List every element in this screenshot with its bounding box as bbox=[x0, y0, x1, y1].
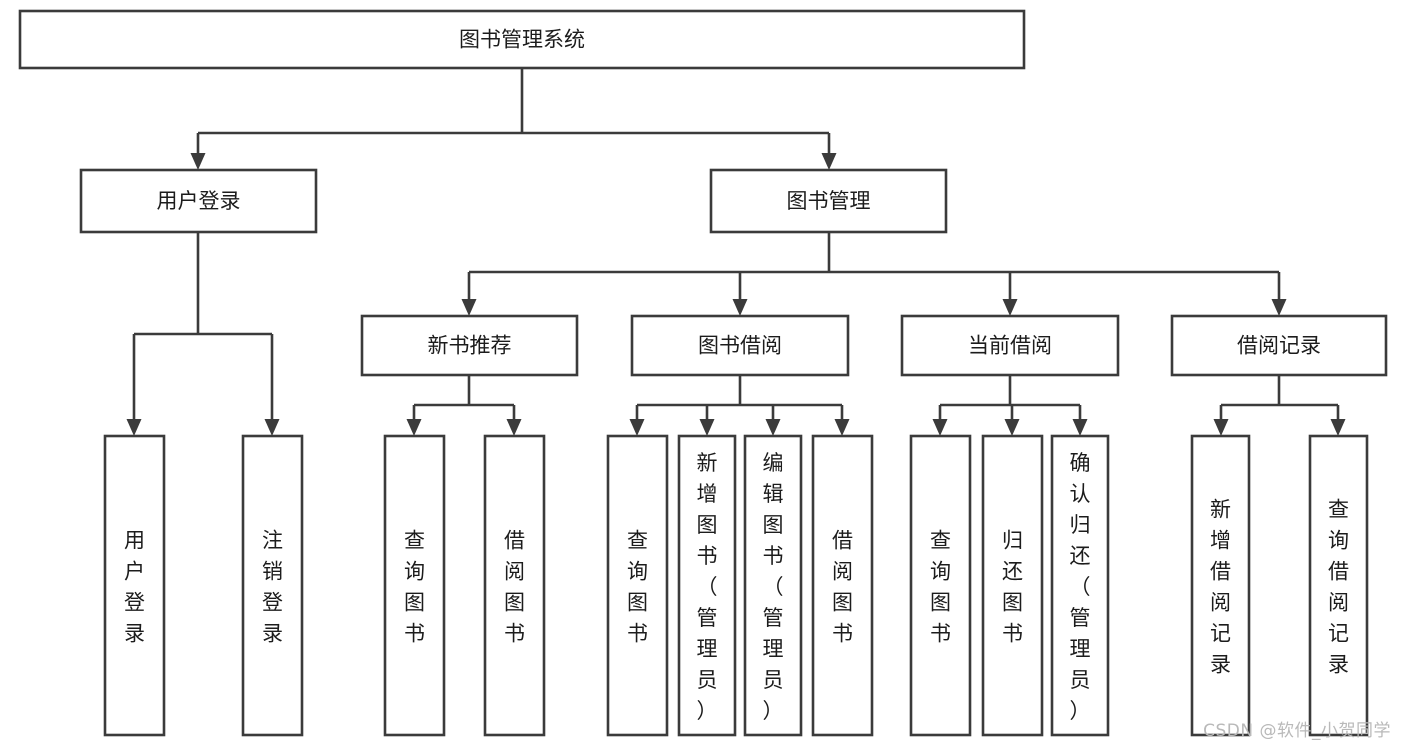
arrow-head-icon bbox=[406, 419, 422, 436]
arrow-head-icon bbox=[1271, 299, 1287, 316]
node-label: 借阅图书 bbox=[832, 529, 853, 646]
node-box[interactable] bbox=[360, 314, 579, 377]
node-layer: 图书管理系统用户登录图书管理新书推荐图书借阅当前借阅借阅记录用户登录注销登录查询… bbox=[18, 9, 1388, 737]
arrow-head-icon bbox=[732, 299, 748, 316]
node-box[interactable] bbox=[1170, 314, 1388, 377]
node-leaf-查询图书[interactable]: 查询图书 bbox=[383, 434, 446, 737]
arrow-head-icon bbox=[932, 419, 948, 436]
node-label: 查询图书 bbox=[930, 529, 951, 646]
node-box[interactable] bbox=[630, 314, 850, 377]
node-label: 新增图书（管理员） bbox=[697, 451, 718, 723]
arrow-head-icon bbox=[126, 419, 142, 436]
node-label: 查询图书 bbox=[404, 529, 425, 646]
arrow-head-icon bbox=[699, 419, 715, 436]
node-leaf-确认归还管理员[interactable]: 确认归还（管理员） bbox=[1050, 434, 1110, 737]
node-box[interactable] bbox=[241, 434, 304, 737]
node-box[interactable] bbox=[79, 168, 318, 234]
node-box[interactable] bbox=[383, 434, 446, 737]
arrow-head-icon bbox=[629, 419, 645, 436]
node-label: 归还图书 bbox=[1002, 529, 1023, 646]
node-leaf-归还图书[interactable]: 归还图书 bbox=[981, 434, 1044, 737]
node-box[interactable] bbox=[103, 434, 166, 737]
arrow-head-icon bbox=[1213, 419, 1229, 436]
arrow-head-icon bbox=[1004, 419, 1020, 436]
node-label: 确认归还（管理员） bbox=[1070, 451, 1091, 723]
node-level2-新书推荐[interactable]: 新书推荐 bbox=[360, 314, 579, 377]
node-label: 编辑图书（管理员） bbox=[763, 451, 784, 723]
node-box[interactable] bbox=[709, 168, 948, 234]
node-leaf-新增借阅记录[interactable]: 新增借阅记录 bbox=[1190, 434, 1251, 737]
node-label: 注销登录 bbox=[262, 529, 283, 646]
node-leaf-注销登录[interactable]: 注销登录 bbox=[241, 434, 304, 737]
node-label: 借阅图书 bbox=[504, 529, 525, 646]
node-box[interactable] bbox=[900, 314, 1120, 377]
arrow-head-icon bbox=[1072, 419, 1088, 436]
arrow-head-icon bbox=[506, 419, 522, 436]
node-box[interactable] bbox=[1190, 434, 1251, 737]
node-leaf-借阅图书[interactable]: 借阅图书 bbox=[483, 434, 546, 737]
node-label: 用户登录 bbox=[157, 189, 241, 213]
connector-layer bbox=[126, 68, 1346, 436]
node-box[interactable] bbox=[677, 434, 737, 737]
arrow-head-icon bbox=[190, 153, 206, 170]
node-level2-当前借阅[interactable]: 当前借阅 bbox=[900, 314, 1120, 377]
node-root-图书管理系统[interactable]: 图书管理系统 bbox=[18, 9, 1026, 70]
node-label: 借阅记录 bbox=[1237, 334, 1321, 358]
node-box[interactable] bbox=[743, 434, 803, 737]
node-leaf-新增图书管理员[interactable]: 新增图书（管理员） bbox=[677, 434, 737, 737]
node-label: 查询借阅记录 bbox=[1328, 498, 1349, 677]
node-label: 图书借阅 bbox=[698, 334, 782, 358]
node-box[interactable] bbox=[606, 434, 669, 737]
node-box[interactable] bbox=[18, 9, 1026, 70]
node-label: 图书管理 bbox=[787, 189, 871, 213]
node-label: 图书管理系统 bbox=[459, 28, 585, 52]
node-leaf-查询图书[interactable]: 查询图书 bbox=[909, 434, 972, 737]
arrow-head-icon bbox=[834, 419, 850, 436]
node-leaf-查询借阅记录[interactable]: 查询借阅记录 bbox=[1308, 434, 1369, 737]
node-leaf-查询图书[interactable]: 查询图书 bbox=[606, 434, 669, 737]
node-level2-图书借阅[interactable]: 图书借阅 bbox=[630, 314, 850, 377]
node-label: 新书推荐 bbox=[428, 334, 512, 358]
arrow-head-icon bbox=[1002, 299, 1018, 316]
arrow-head-icon bbox=[765, 419, 781, 436]
node-leaf-编辑图书管理员[interactable]: 编辑图书（管理员） bbox=[743, 434, 803, 737]
node-label: 查询图书 bbox=[627, 529, 648, 646]
node-label: 当前借阅 bbox=[968, 334, 1052, 358]
node-box[interactable] bbox=[483, 434, 546, 737]
arrow-head-icon bbox=[461, 299, 477, 316]
node-leaf-借阅图书[interactable]: 借阅图书 bbox=[811, 434, 874, 737]
watermark-label: CSDN @软件_小贺同学 bbox=[1203, 721, 1391, 741]
node-box[interactable] bbox=[981, 434, 1044, 737]
node-level2-借阅记录[interactable]: 借阅记录 bbox=[1170, 314, 1388, 377]
node-label: 用户登录 bbox=[124, 529, 145, 646]
arrow-head-icon bbox=[1330, 419, 1346, 436]
node-level1-用户登录[interactable]: 用户登录 bbox=[79, 168, 318, 234]
node-box[interactable] bbox=[909, 434, 972, 737]
arrow-head-icon bbox=[264, 419, 280, 436]
arrow-head-icon bbox=[821, 153, 837, 170]
node-label: 新增借阅记录 bbox=[1210, 498, 1231, 677]
node-box[interactable] bbox=[1308, 434, 1369, 737]
node-level1-图书管理[interactable]: 图书管理 bbox=[709, 168, 948, 234]
node-box[interactable] bbox=[811, 434, 874, 737]
node-box[interactable] bbox=[1050, 434, 1110, 737]
node-leaf-用户登录[interactable]: 用户登录 bbox=[103, 434, 166, 737]
